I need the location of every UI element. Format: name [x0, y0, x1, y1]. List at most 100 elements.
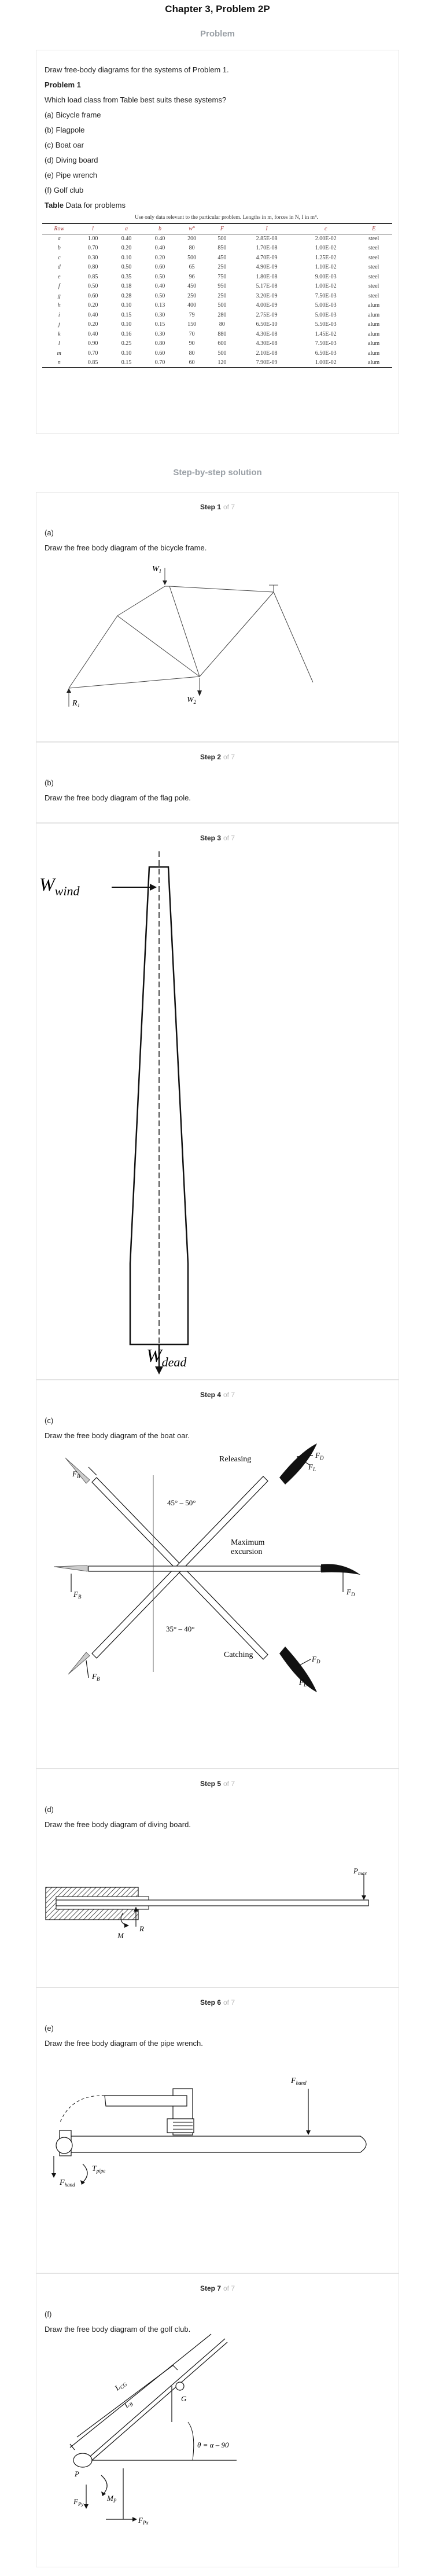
table-cell: 0.30: [154, 311, 165, 318]
step-part: (b): [45, 778, 54, 787]
table-cell: 2.10E-08: [256, 350, 278, 357]
table-cell: 500: [218, 236, 227, 242]
table-cell: 200: [187, 236, 197, 242]
fb-bottom-label: FB: [91, 1672, 100, 1682]
fl-bottom-label: FL: [298, 1678, 307, 1688]
table-cell: 0.40: [154, 283, 165, 290]
table-cell: 0.10: [121, 254, 132, 261]
table-cell: 950: [218, 283, 227, 290]
fd-mid-label: FD: [346, 1588, 355, 1597]
table-cell: 0.80: [154, 340, 165, 347]
problem-question: Which load class from Table best suits t…: [45, 95, 227, 104]
step-part: (d): [45, 1805, 54, 1814]
table-cell: 0.35: [121, 273, 132, 280]
table-cell: 0.20: [154, 254, 165, 261]
table-cell: h: [57, 302, 61, 309]
table-cell: 0.25: [121, 340, 132, 347]
table-cell: 4.30E-08: [256, 330, 278, 337]
table-cell: 850: [218, 245, 227, 252]
table-cell: 500: [218, 350, 227, 357]
table-cell: 0.40: [154, 236, 165, 242]
table-header: E: [355, 223, 392, 234]
table-cell: 90: [189, 340, 195, 347]
table-cell: i: [58, 311, 60, 318]
table-cell: m: [57, 350, 61, 357]
table-cell: 500: [187, 254, 197, 261]
table-cell: 1.00E-02: [315, 245, 337, 252]
step-part: (e): [45, 2024, 54, 2033]
diving-board-diagram: Pmax M R: [45, 1866, 369, 1940]
table-cell: 600: [218, 340, 227, 347]
angle-top-label: 45° – 50°: [167, 1498, 196, 1507]
table-cell: 0.40: [87, 330, 98, 337]
table-cell: d: [57, 264, 61, 271]
solution-heading: Step-by-step solution: [173, 468, 262, 477]
angle-bottom-label: 35° – 40°: [166, 1625, 194, 1633]
table-cell: 150: [187, 321, 197, 328]
table-cell: e: [58, 273, 61, 280]
table-header: I: [237, 223, 297, 234]
table-cell: 0.16: [121, 330, 132, 337]
table-cell: 450: [187, 283, 197, 290]
table-cell: steel: [368, 264, 379, 271]
fb-mid-label: FB: [73, 1590, 82, 1600]
table-cell: 5.00E-03: [315, 302, 337, 309]
table-cell: alum: [355, 358, 392, 368]
step-part: (f): [45, 2310, 52, 2318]
table-cell: 0.40: [154, 245, 165, 252]
problem-1-title: Problem 1: [45, 80, 81, 89]
table-cell: 6.50E-10: [256, 321, 278, 328]
table-cell: 0.40: [87, 311, 98, 318]
flag-pole-dead-load: Wdead: [146, 1345, 187, 1369]
table-cell: 0.18: [121, 283, 132, 290]
table-cell: 450: [218, 254, 227, 261]
table-cell: 5.17E-08: [256, 283, 278, 290]
table-header: a: [109, 223, 143, 234]
table-cell: b: [57, 245, 61, 252]
wind-label: Wwind: [39, 874, 80, 898]
step-text: Draw the free body diagram of the boat o…: [45, 1431, 190, 1440]
table-cell: 1.45E-02: [315, 330, 337, 337]
table-cell: alum: [368, 330, 380, 337]
table-cell: 0.28: [121, 292, 132, 299]
golf-club-diagram: LCG LB G P θ = α – 90 MP FPy FPx: [69, 2334, 237, 2526]
maximum-label: Maximum: [231, 1538, 264, 1547]
table-caption: Use only data relevant to the particular…: [135, 215, 318, 221]
step-text: Draw the free body diagram of the golf c…: [45, 2325, 191, 2334]
list-item: (b) Flagpole: [45, 126, 85, 134]
list-item: (d) Diving board: [45, 156, 98, 164]
table-cell: steel: [368, 236, 379, 242]
pmax-label: Pmax: [353, 1866, 367, 1876]
table-cell: 4.90E-09: [256, 264, 278, 271]
table-title: Table Data for problems: [45, 201, 126, 210]
p-label: P: [74, 2470, 79, 2478]
table-cell: 0.70: [87, 245, 98, 252]
table-cell: 0.40: [121, 236, 132, 242]
table-title-text: Data for problems: [65, 201, 126, 210]
table-cell: 500: [218, 302, 227, 309]
table-header: b: [143, 223, 177, 234]
table-cell: c: [58, 254, 61, 261]
table-cell: 250: [218, 264, 227, 271]
table-cell: 0.15: [154, 321, 165, 328]
table-cell: 1.10E-02: [315, 264, 337, 271]
catching-label: Catching: [224, 1651, 253, 1659]
mp-label: MP: [106, 2494, 117, 2504]
angle-label: θ = α – 90: [197, 2441, 229, 2449]
fpy-label: FPy: [73, 2497, 83, 2507]
table-cell: 250: [187, 292, 197, 299]
